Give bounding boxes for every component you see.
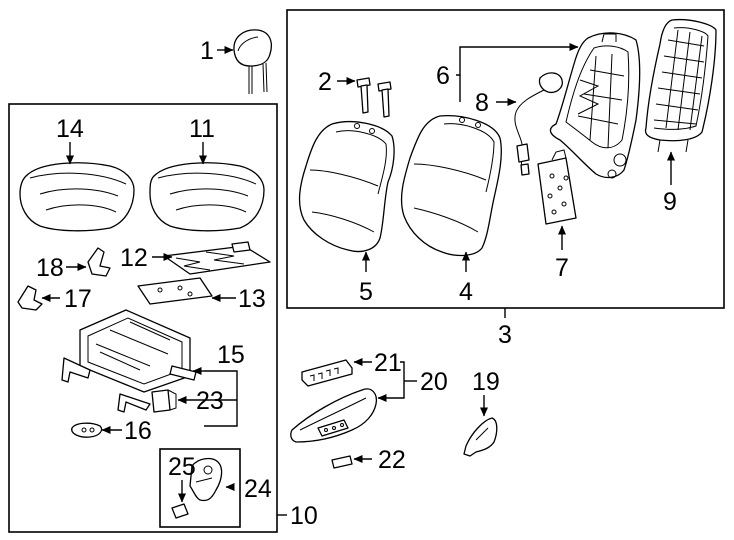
callout-19: 19	[472, 368, 500, 396]
callout-4: 4	[459, 278, 473, 306]
callout-21: 21	[374, 349, 402, 377]
callout-14: 14	[56, 115, 84, 143]
cushion-cover-right	[149, 162, 265, 232]
hinge-cover-group-box	[159, 448, 241, 528]
callout-13: 13	[238, 285, 266, 313]
switch-21-part	[301, 359, 353, 387]
heater-mat-part	[163, 241, 271, 275]
callout-20: 20	[420, 368, 448, 396]
leader-lines	[41, 43, 675, 516]
callout-8: 8	[475, 89, 489, 117]
bracket-17-part	[17, 285, 43, 311]
seat-track-frame-part	[61, 309, 197, 413]
callout-10: 10	[290, 502, 318, 530]
callout-labels: 1 2 6 8 5 4 7 9 3 14 11 18 12 17 13 15 2…	[36, 37, 677, 530]
callout-9: 9	[663, 188, 677, 216]
callout-15: 15	[217, 341, 245, 369]
seat-back-frame-part	[549, 32, 641, 179]
cushion-plate-part	[137, 277, 213, 305]
headrest-guide-pins	[356, 77, 392, 118]
wiring-harness-part	[514, 72, 563, 176]
callout-16: 16	[124, 417, 152, 445]
callout-17: 17	[64, 285, 92, 313]
callout-12: 12	[120, 244, 148, 272]
headrest-part	[233, 29, 272, 94]
switch-23-part	[151, 389, 177, 413]
callout-1: 1	[200, 37, 214, 65]
callout-7: 7	[555, 254, 569, 282]
seat-back-pan-part	[644, 18, 717, 153]
seat-back-cover-left	[298, 121, 395, 253]
callout-22: 22	[378, 446, 406, 474]
callout-24: 24	[244, 475, 272, 503]
piece-25-part	[171, 503, 189, 519]
callout-18: 18	[36, 254, 64, 282]
knob-22-part	[331, 455, 353, 469]
callout-6: 6	[436, 62, 450, 90]
seat-back-cover-right	[400, 115, 502, 257]
cushion-cover-left	[19, 162, 135, 232]
trim-19-part	[463, 417, 498, 457]
bracket-18-part	[87, 247, 111, 277]
seat-back-plate-part	[537, 149, 577, 225]
callout-25: 25	[168, 453, 196, 481]
knob-16-part	[71, 422, 103, 438]
side-shield-part	[290, 388, 378, 443]
callout-23: 23	[196, 387, 224, 415]
callout-5: 5	[359, 278, 373, 306]
seat-cushion-group-box	[8, 103, 278, 533]
callout-3: 3	[498, 321, 512, 349]
callout-11: 11	[189, 115, 215, 143]
callout-2: 2	[318, 68, 332, 96]
hinge-cover-24-part	[189, 457, 223, 502]
